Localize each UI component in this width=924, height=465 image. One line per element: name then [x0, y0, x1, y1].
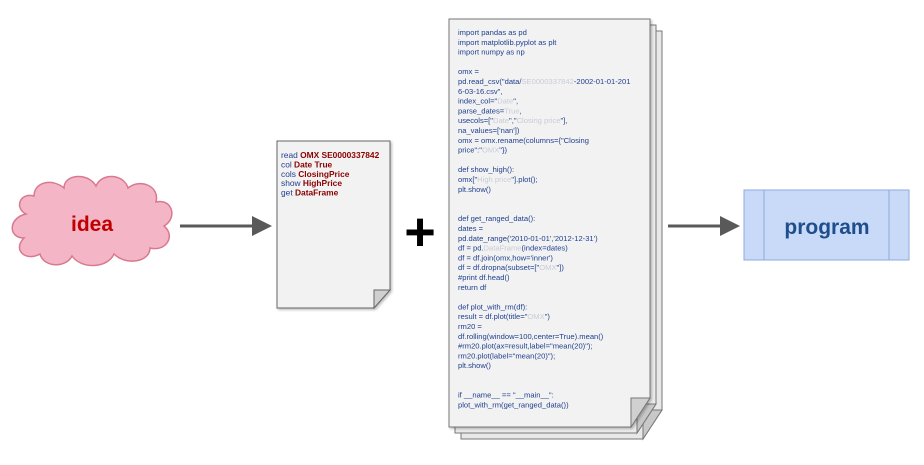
dsl-code-line: show HighPrice [281, 178, 342, 188]
python-code-line: usecols=["Date","Closing price"], [458, 116, 567, 125]
python-code-line: return df [458, 283, 487, 292]
idea-label: idea [71, 213, 113, 236]
python-code-line: plt.show() [458, 361, 491, 370]
python-code-line: rm20 = [458, 322, 482, 331]
arrow-code-to-program [668, 216, 740, 236]
dsl-code-line: col Date True [281, 159, 333, 169]
dsl-code-line: get DataFrame [281, 188, 339, 198]
dsl-code-lines: read OMX SE0000337842 col Date True cols… [281, 150, 380, 198]
python-code-line: omx = omx.rename(columns={"Closing [458, 136, 589, 145]
python-code-line: df = df.join(omx,how='inner') [458, 253, 553, 262]
python-code-line: plt.show() [458, 185, 491, 194]
python-code-line: plot_with_rm(get_ranged_data()) [458, 400, 569, 409]
python-code-line: index_col="Date", [458, 97, 518, 106]
idea-cloud: idea [11, 175, 173, 267]
python-code-line: #rm20.plot(ax=result,label="mean(20)"); [458, 342, 593, 351]
plus-symbol: + [404, 202, 436, 262]
python-code-line: pd.date_range('2010-01-01','2012-12-31') [458, 234, 598, 243]
python-code-line: if __name__ == "__main__": [458, 391, 554, 400]
python-code-line: 6-03-16.csv", [458, 87, 502, 96]
python-code-line: df = df.dropna(subset=["OMX"]) [458, 263, 564, 272]
dsl-code-line: cols ClosingPrice [281, 169, 350, 179]
program-label: program [784, 216, 869, 239]
python-code-line: price":"OMX"}) [458, 146, 508, 155]
python-code-line: #print df.head() [458, 273, 510, 282]
program-box: program [743, 189, 910, 261]
python-code-line: import matplotlib.pyplot as plt [458, 38, 557, 47]
python-code-line: def show_high(): [458, 165, 514, 174]
python-code-line: parse_dates=True, [458, 106, 522, 115]
python-code-line: import numpy as np [458, 48, 525, 57]
python-code-line: def plot_with_rm(df): [458, 302, 527, 311]
python-code-line: dates = [458, 224, 484, 233]
python-code-line: result = df.plot(title="OMX") [458, 312, 550, 321]
arrow-idea-to-dsl [180, 216, 272, 236]
python-code-line: df = pd.DataFrame(index=dates) [458, 244, 568, 253]
python-code-line: na_values=['nan']) [458, 126, 520, 135]
python-code-line: omx["High price"].plot(); [458, 175, 538, 184]
python-code-line: def get_ranged_data(): [458, 214, 535, 223]
python-code-line: df.rolling(window=100,center=True).mean(… [458, 332, 604, 341]
dsl-document: read OMX SE0000337842 col Date True cols… [276, 140, 392, 310]
python-code-line: pd.read_csv("data/SE0000337842-2002-01-0… [458, 77, 630, 86]
python-code-line: import pandas as pd [458, 28, 527, 37]
python-code-line: rm20.plot(label="mean(20)"); [458, 351, 555, 360]
dsl-code-line: read OMX SE0000337842 [281, 150, 380, 160]
python-code-line: omx = [458, 67, 479, 76]
